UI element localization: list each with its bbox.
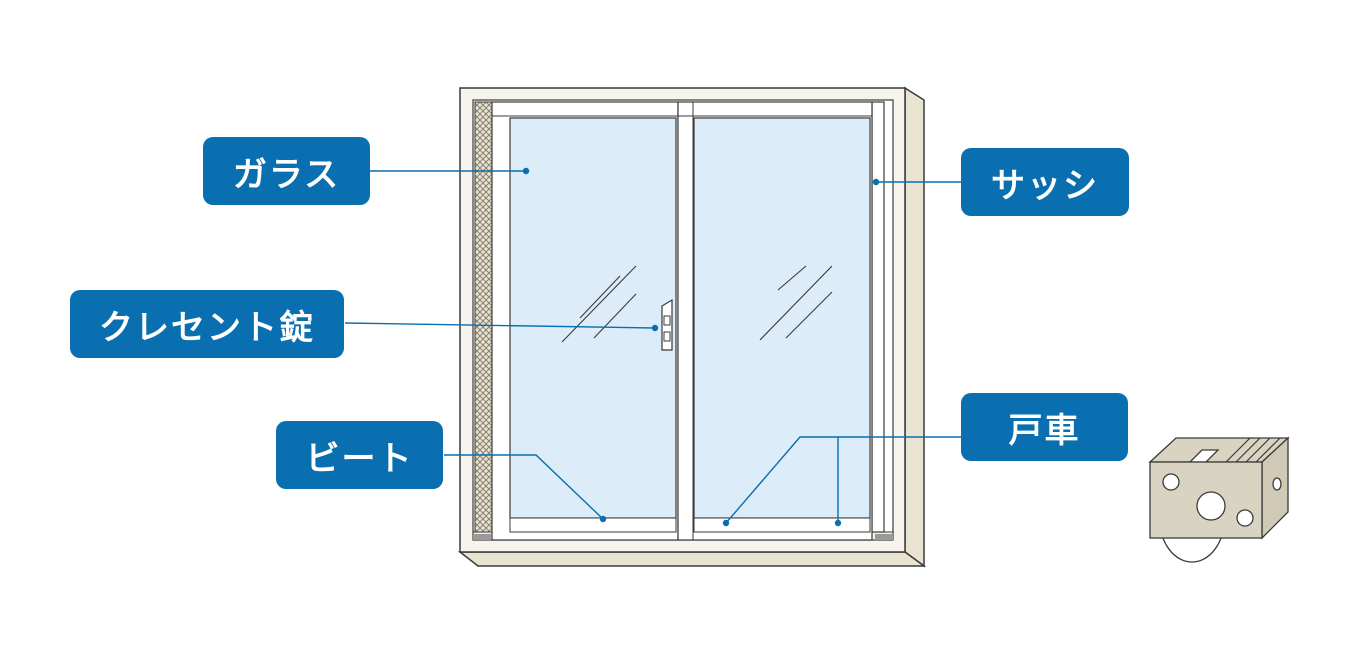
crescent-lock [661,298,673,351]
label-sash-text: サッシ [991,165,1099,206]
label-glass: ガラス [203,137,370,205]
label-roller-text: 戸車 [1008,410,1081,451]
label-crescent-lock: クレセント錠 [70,290,344,358]
label-bead: ビート [276,421,443,489]
label-sash: サッシ [961,148,1129,216]
left-sash [491,101,679,541]
leader-dots [522,167,880,527]
label-glass-text: ガラス [232,154,341,195]
leader-lines [344,170,961,524]
label-roller: 戸車 [961,393,1128,461]
right-sash [677,101,873,541]
right-jamb [871,101,885,533]
label-bead-text: ビート [305,438,414,479]
left-weatherstrip [474,101,493,533]
door-roller-icon [1148,436,1290,563]
label-crescent-lock-text: クレセント錠 [99,307,315,348]
